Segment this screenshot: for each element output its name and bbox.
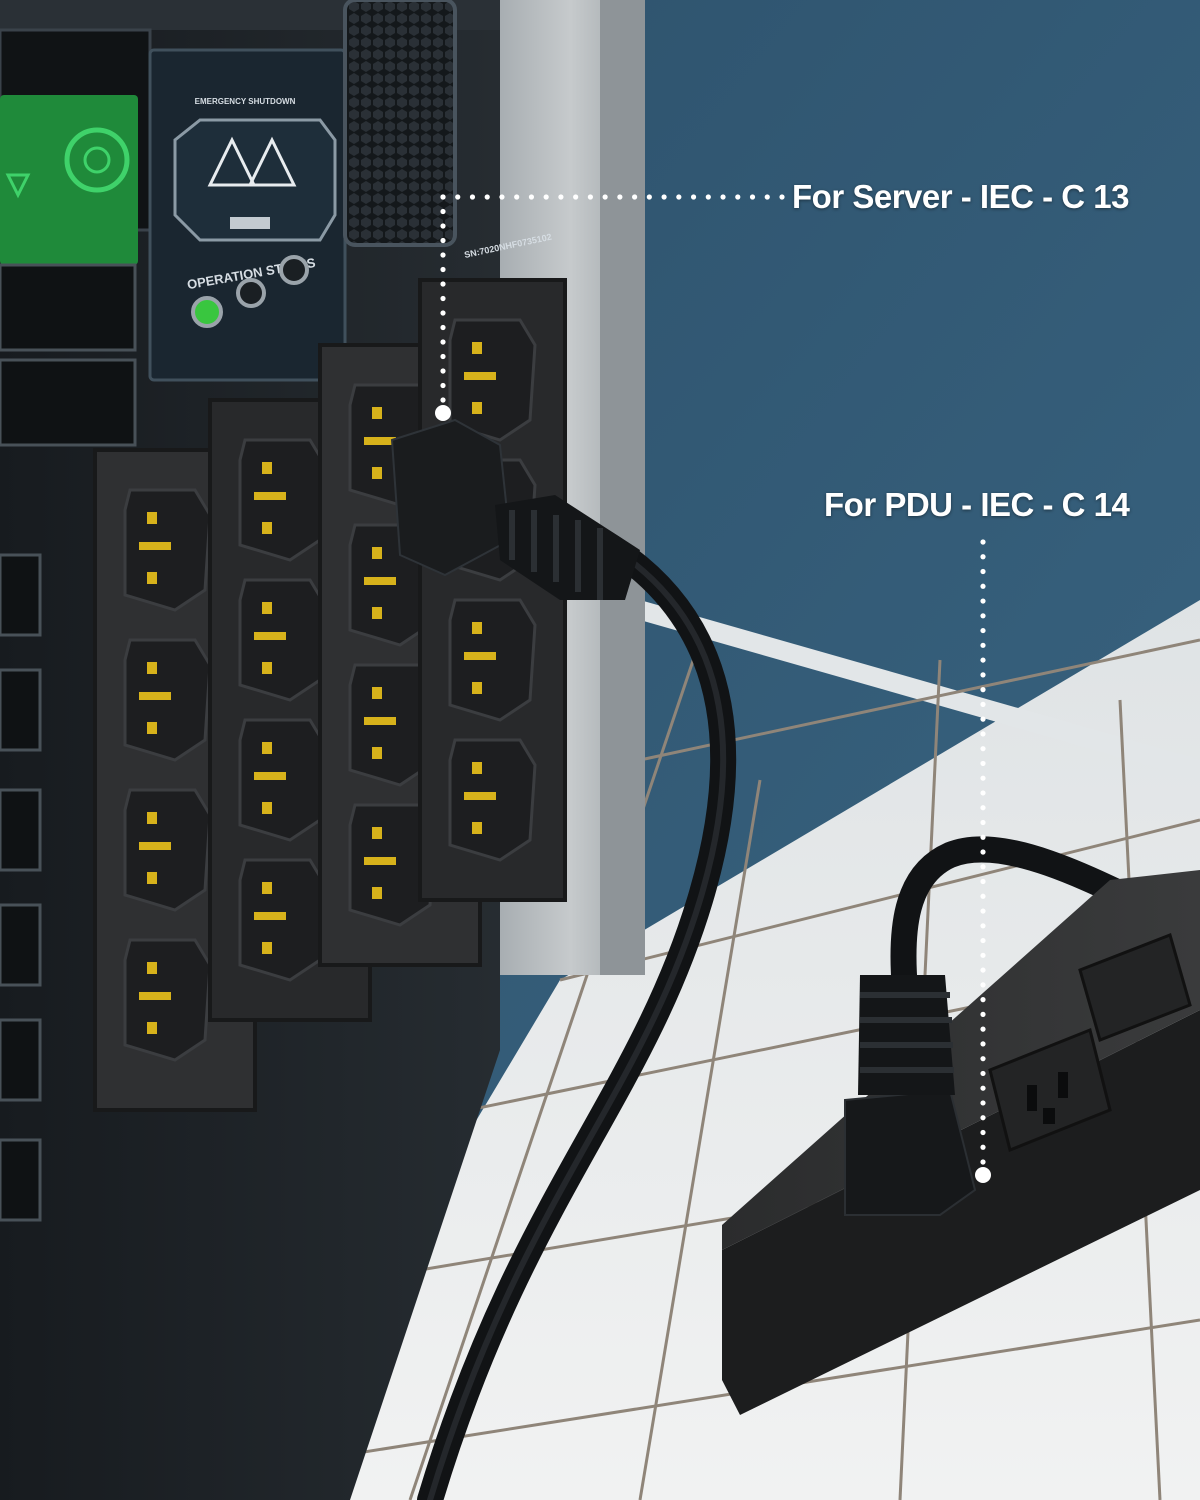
inlet-pin [139, 992, 171, 1000]
high-voltage-icon [207, 136, 257, 187]
inlet-pin [262, 462, 272, 474]
inlet-pin [464, 652, 496, 660]
inlet-pin [147, 512, 157, 524]
pdu-connector-callout: For PDU - IEC - C 14 [824, 486, 1130, 523]
inlet-pin [147, 572, 157, 584]
inlet-pin [147, 872, 157, 884]
inlet-pin [147, 662, 157, 674]
inlet-pin [464, 792, 496, 800]
inlet-pin [364, 857, 396, 865]
inlet-pin [147, 812, 157, 824]
inlet-pin [472, 402, 482, 414]
inlet-pin [372, 467, 382, 479]
inlet-pin [372, 747, 382, 759]
fan-mesh-grille [343, 0, 457, 247]
inlet-pin [262, 882, 272, 894]
pdu-power-strip [722, 870, 1200, 1415]
inlet-pin [254, 632, 286, 640]
inlet-pin [147, 722, 157, 734]
inlet-pin [254, 772, 286, 780]
baseboard [640, 600, 1200, 780]
inlet-pin [472, 682, 482, 694]
pdu-callout-anchor [975, 1167, 991, 1183]
pdu-outlet-2 [1078, 933, 1192, 1042]
inlet-pin [262, 522, 272, 534]
inlet-pin [372, 547, 382, 559]
inlet-pin [372, 887, 382, 899]
inlet-pin [262, 802, 272, 814]
emergency-shutdown-label: EMERGENCY SHUTDOWN [195, 97, 296, 106]
status-led-green [191, 296, 223, 328]
inlet-pin [147, 962, 157, 974]
inlet-pin [364, 437, 396, 445]
shutdown-switch [230, 217, 270, 229]
inlet-pin [262, 602, 272, 614]
inlet-pin [262, 942, 272, 954]
inlet-pin [139, 692, 171, 700]
inlet-pin [372, 687, 382, 699]
status-led-off [236, 278, 266, 308]
radiation-warning-icon [247, 136, 297, 187]
inlet-pin [372, 607, 382, 619]
pillar-edge [600, 0, 645, 975]
inlet-pin [139, 542, 171, 550]
inlet-pin [364, 717, 396, 725]
green-display [0, 95, 138, 265]
inlet-pin [262, 742, 272, 754]
inlet-pin [139, 842, 171, 850]
inlet-pin [147, 1022, 157, 1034]
display-target-icon [64, 127, 130, 193]
inlet-pin [372, 827, 382, 839]
inlet-pin [472, 822, 482, 834]
inlet-pin [254, 912, 286, 920]
status-led-off-2 [279, 255, 309, 285]
server-callout-anchor [435, 405, 451, 421]
inlet-pin [472, 622, 482, 634]
inlet-pin [372, 407, 382, 419]
server-connector-callout: For Server - IEC - C 13 [792, 178, 1129, 215]
inlet-pin [262, 662, 272, 674]
inlet-pin [472, 762, 482, 774]
callout-leader-lines [440, 194, 986, 1165]
pdu-outlet [988, 1027, 1112, 1153]
inlet-pin [464, 372, 496, 380]
shutdown-frame [173, 118, 337, 242]
c13-plug-server-end [390, 418, 640, 600]
c14-plug-pdu-end [844, 975, 977, 1216]
drive-slots [0, 263, 137, 1222]
display-warning-icon [5, 173, 31, 199]
inlet-pin [364, 577, 396, 585]
inlet-pin [254, 492, 286, 500]
inlet-pin [472, 342, 482, 354]
